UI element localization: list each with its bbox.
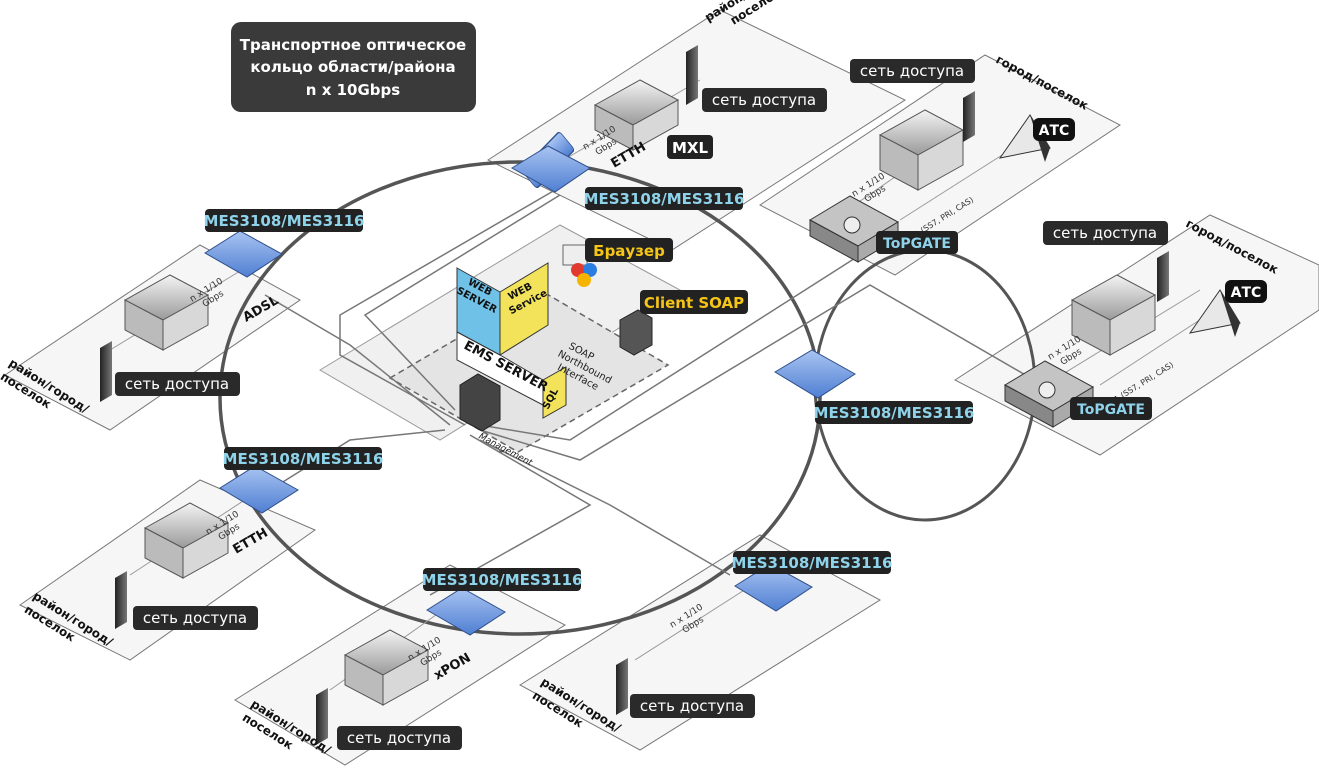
title-line-2: кольцо области/района [250,58,455,76]
management-cables [264,189,1061,596]
topgate-label-1: ToPGATE [883,236,951,252]
mes-switch-right-body [774,349,856,399]
ems-stack [456,262,653,432]
mes-label-left: MES3108/MES3116 [204,212,365,230]
access-label-top: сеть доступа [712,91,816,109]
mes-switch-left-body [204,230,283,278]
mes-switch-xpon-body [426,587,506,636]
browser-label: Браузер [593,242,665,260]
mxl-label: MXL [672,139,708,157]
ems-server-box [459,373,501,432]
access-labels: сеть доступа сеть доступа сеть доступа с… [115,59,1168,750]
sql-panel [542,366,567,419]
mes-switch-top-body [511,145,591,193]
mes-switches [204,131,856,636]
access-label-adsl: сеть доступа [125,375,229,393]
mes-labels: MES3108/MES3116 MES3108/MES3116 MES3108/… [204,187,975,591]
access-label-topgate-1: сеть доступа [860,62,964,80]
mes-label-bottom-right: MES3108/MES3116 [732,554,893,572]
access-label-etth: сеть доступа [143,609,247,627]
topgate-label-2: ToPGATE [1077,402,1145,418]
title-line-3: n x 10Gbps [306,81,400,99]
web-service-panel [499,262,549,356]
mes-label-xpon: MES3108/MES3116 [422,571,583,589]
mes-label-right: MES3108/MES3116 [814,404,975,422]
mes-switch-etth-body [219,465,299,514]
access-label-bottom-right: сеть доступа [640,697,744,715]
title-box [231,22,476,112]
mes-label-etth: MES3108/MES3116 [223,450,384,468]
client-soap-label: Client SOAP [644,294,744,312]
atc-label-2: АТС [1231,285,1262,301]
access-equipment [123,79,1157,706]
access-network-slabs [100,45,1169,745]
access-label-topgate-2: сеть доступа [1053,224,1157,242]
optical-ring [218,160,822,636]
mes-label-top: MES3108/MES3116 [584,190,745,208]
title-line-1: Транспортное оптическое [240,36,466,54]
access-label-xpon: сеть доступа [347,729,451,747]
atc-label-1: АТС [1039,123,1070,139]
